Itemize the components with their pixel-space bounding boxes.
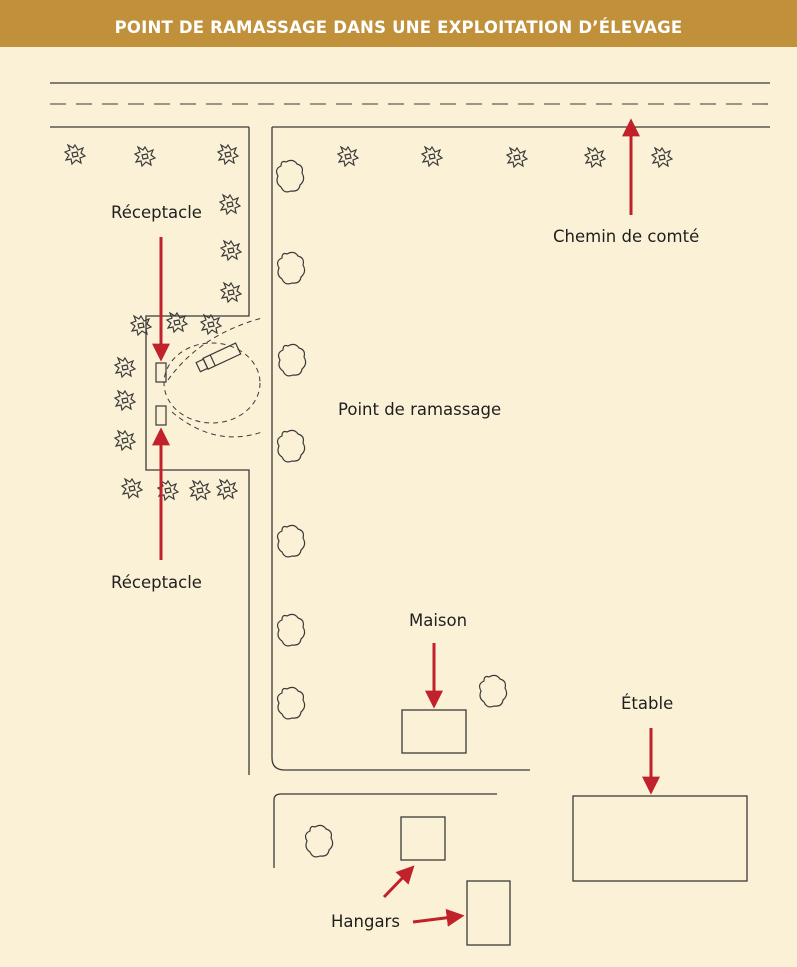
- label-receptacle-top: Réceptacle: [111, 203, 202, 222]
- label-barn: Étable: [621, 694, 674, 713]
- label-sheds: Hangars: [331, 912, 400, 931]
- arrow-shed-2: [412, 908, 465, 927]
- barn-building: [572, 795, 748, 882]
- shed-building-2: [466, 880, 511, 946]
- bushes-pickup: [114, 194, 242, 501]
- label-county-road: Chemin de comté: [553, 227, 700, 246]
- bushes-roadside: [64, 144, 673, 168]
- county-road: [50, 82, 770, 128]
- title-bar: [0, 0, 797, 50]
- truck-icon: [195, 342, 242, 373]
- label-house: Maison: [409, 611, 468, 630]
- trees: [275, 159, 508, 858]
- label-receptacle-bottom: Réceptacle: [111, 573, 202, 592]
- driveway: [145, 127, 530, 868]
- house-building: [401, 709, 467, 754]
- arrows: [152, 118, 660, 927]
- diagram-title: POINT DE RAMASSAGE DANS UNE EXPLOITATION…: [114, 18, 683, 37]
- turnaround-area: [163, 317, 263, 438]
- label-pickup-point: Point de ramassage: [338, 400, 502, 419]
- arrow-shed-1: [382, 865, 415, 899]
- receptacle-bottom: [155, 405, 167, 426]
- shed-building-1: [400, 816, 446, 861]
- receptacle-top: [155, 362, 167, 383]
